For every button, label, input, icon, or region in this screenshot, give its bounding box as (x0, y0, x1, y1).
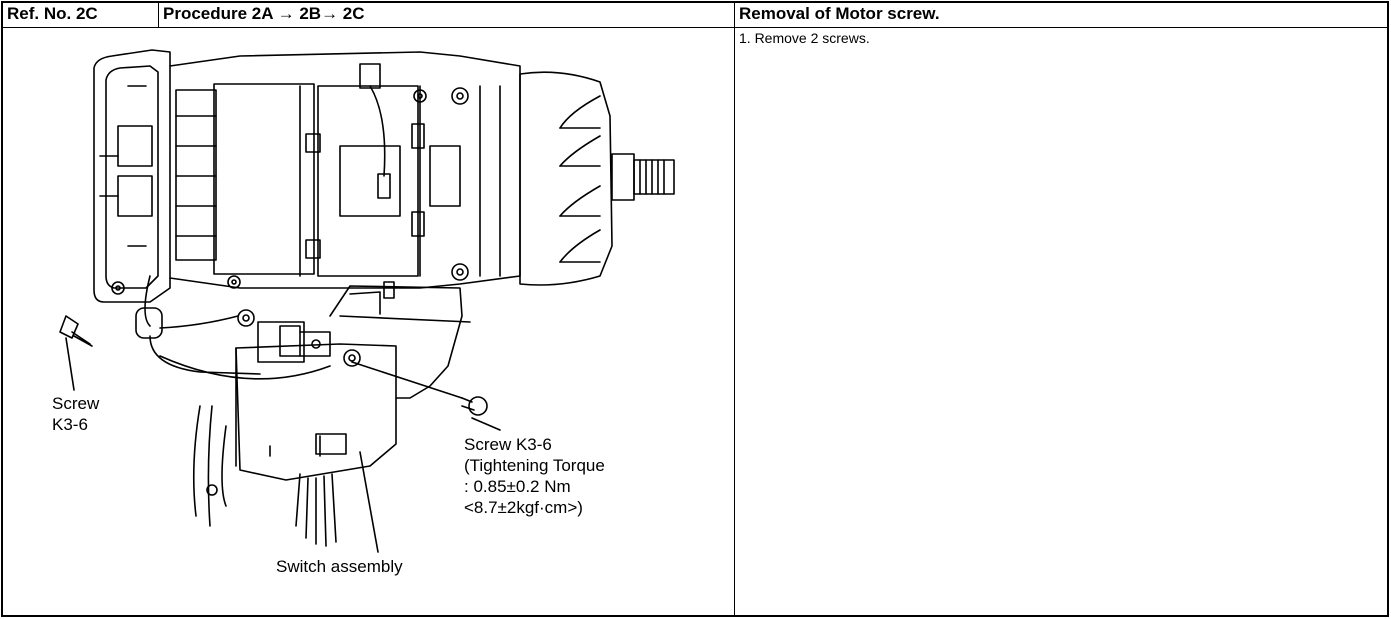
gear-case (519, 71, 613, 286)
left-screw-label: Screw (52, 394, 100, 413)
column-divider (734, 3, 735, 615)
rear-housing (93, 49, 171, 303)
header-rule (3, 27, 1387, 28)
torque-nm-value: : 0.85±0.2 Nm (464, 477, 571, 496)
wire-leader-line (351, 361, 463, 399)
header-divider (158, 3, 159, 27)
left-leader-line (65, 337, 75, 391)
drill-disassembly-illustration (59, 49, 675, 553)
left-screw-spec: K3-6 (52, 415, 88, 434)
threaded-shaft (611, 153, 675, 201)
right-screw-icon (461, 396, 488, 416)
ref-number: Ref. No. 2C (7, 4, 98, 23)
right-leader-line (471, 417, 501, 431)
switch-leader-line (359, 451, 379, 553)
section-title: Removal of Motor screw. (739, 4, 940, 23)
motor-leads (135, 275, 361, 380)
left-screw-icon (59, 315, 93, 347)
torque-heading: (Tightening Torque (464, 456, 605, 475)
right-screw-label: Screw K3-6 (464, 435, 552, 454)
housing-screw-holes (111, 87, 469, 295)
right-screw-callout: Screw K3-6 (Tightening Torque : 0.85±0.2… (464, 434, 605, 518)
switch-assembly-shape (192, 281, 471, 547)
left-screw-callout: Screw K3-6 (52, 393, 99, 435)
motor-body (169, 51, 521, 289)
torque-kgf-value: <8.7±2kgf·cm>) (464, 498, 583, 517)
switch-assembly-label: Switch assembly (276, 557, 403, 576)
procedure-label: Procedure 2A → 2B→ 2C (163, 4, 365, 23)
instruction-step: 1. Remove 2 screws. (739, 30, 870, 46)
